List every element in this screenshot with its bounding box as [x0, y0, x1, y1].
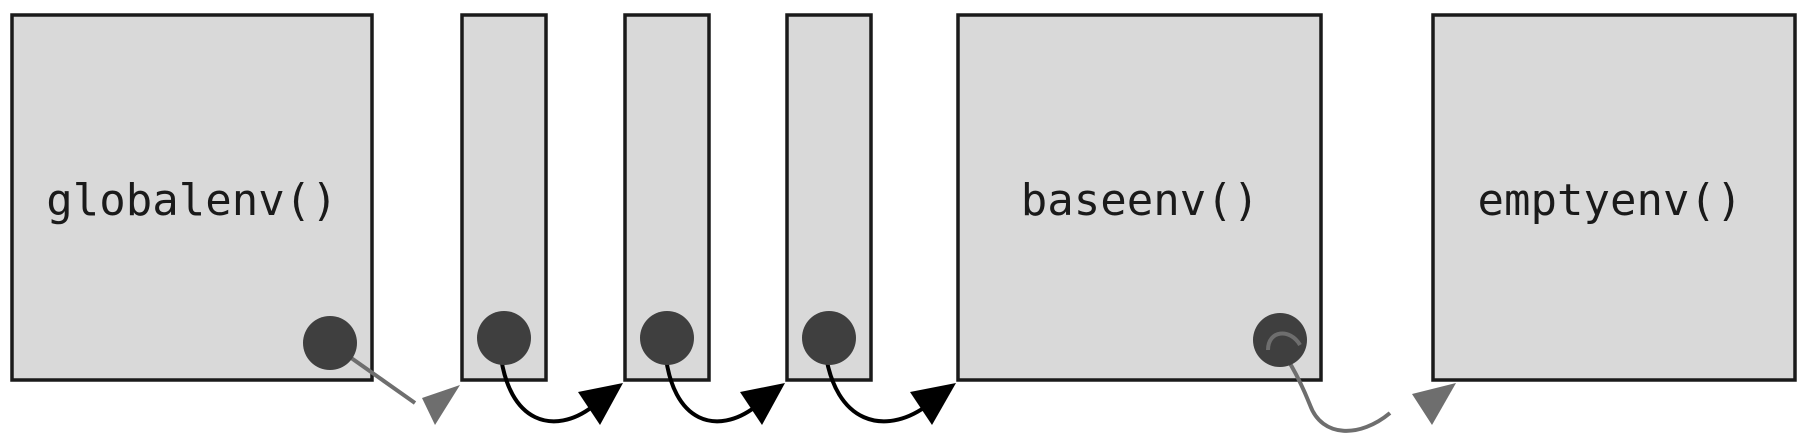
parent-arrow-pkg2-to-pkg3	[663, 349, 785, 425]
env-emptyenv: emptyenv()	[1431, 13, 1797, 382]
parent-binding-dot-pkg2	[640, 311, 694, 365]
parent-arrow-head	[422, 385, 460, 425]
env-label-emptyenv: emptyenv()	[1478, 175, 1743, 226]
env-box-baseenv	[956, 13, 1323, 382]
env-baseenv: baseenv()	[956, 13, 1323, 382]
parent-arrow-pkg3-to-baseenv	[823, 349, 956, 425]
parent-arrow-head	[740, 383, 785, 425]
parent-binding-dot-pkg1	[477, 311, 531, 365]
parent-arrow-line	[823, 349, 927, 424]
parent-arrow-pkg1-to-pkg2	[498, 349, 623, 425]
parent-arrow-head	[910, 383, 956, 425]
parent-arrow-line	[498, 349, 594, 424]
parent-binding-dot-baseenv	[1253, 313, 1307, 367]
parent-arrow-line	[663, 349, 757, 424]
parent-binding-dot-pkg3	[802, 311, 856, 365]
parent-arrow-head	[1412, 383, 1456, 425]
parent-arrow-loop-start	[1266, 331, 1302, 351]
env-box-globalenv	[10, 13, 374, 382]
parent-binding-dot-globalenv	[303, 316, 357, 370]
env-label-globalenv: globalenv()	[46, 175, 337, 226]
parent-arrow-head	[578, 383, 623, 425]
env-globalenv: globalenv()	[10, 13, 374, 382]
env-label-baseenv: baseenv()	[1021, 175, 1259, 226]
env-box-emptyenv	[1431, 13, 1797, 382]
